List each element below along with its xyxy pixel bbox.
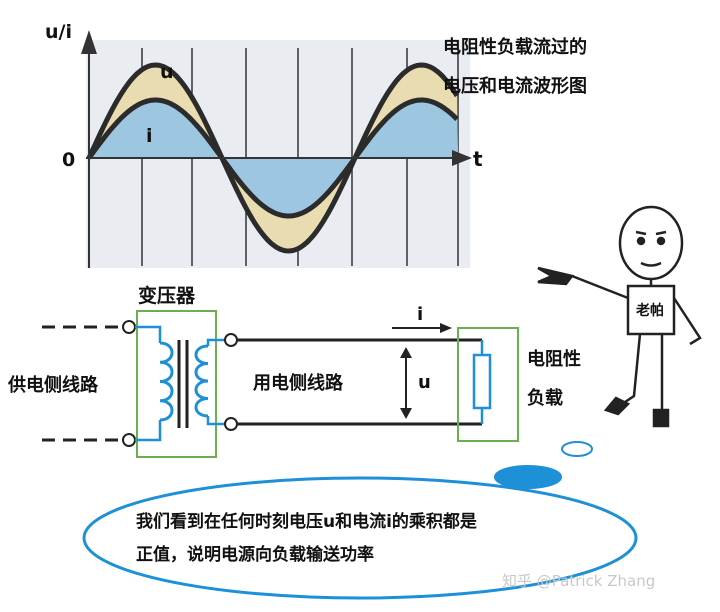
character-body	[626, 284, 676, 336]
load-label-line1: 电阻性	[527, 348, 581, 370]
circuit-diagram: 变压器 供电侧线路 用电侧线路 i u	[7, 284, 581, 458]
x-axis-label: t	[473, 147, 483, 171]
bubble-medium-dot	[494, 465, 562, 489]
character-left-shoe	[603, 396, 631, 416]
character-eye-left	[636, 236, 646, 246]
circuit-voltage-label: u	[418, 372, 431, 393]
character-left-leg	[615, 333, 642, 410]
bubble-main	[82, 476, 638, 600]
primary-lead-top	[135, 325, 162, 343]
current-waveform-curve	[86, 97, 459, 219]
bubble-small-dot	[561, 441, 593, 457]
user-terminal-top	[224, 333, 238, 347]
waveform-panel: u/i 0 t u i 电阻性负载流过的 电压和电流波形图	[45, 21, 587, 268]
transformer-box	[136, 310, 217, 458]
waveform-title-line1: 电阻性负载流过的	[443, 36, 587, 58]
thought-bubble: 我们看到在任何时刻电压u和电流i的乘积都是 正值，说明电源向负载输送功率	[82, 441, 638, 600]
resistor-icon	[472, 353, 492, 410]
bubble-text-line2: 正值，说明电源向负载输送功率	[136, 544, 374, 565]
supply-side-label: 供电侧线路	[7, 374, 99, 396]
secondary-lead-bottom	[206, 416, 226, 426]
character-brows	[635, 230, 667, 236]
y-axis-label: u/i	[45, 21, 72, 43]
character-eye-right	[656, 236, 666, 246]
character-mouth	[640, 261, 662, 267]
current-arrow-head-icon	[440, 323, 452, 333]
time-axis-arrow-icon	[452, 150, 472, 166]
character-lao-pa	[537, 205, 702, 428]
origin-label: 0	[62, 149, 75, 171]
secondary-coil	[194, 344, 209, 418]
voltage-curve-label: u	[160, 61, 174, 83]
transformer-label: 变压器	[138, 284, 196, 307]
supply-terminal-top	[122, 320, 136, 334]
primary-coil	[159, 341, 174, 422]
current-curve-label: i	[146, 125, 153, 147]
pointing-hand-icon	[537, 266, 575, 286]
circuit-current-label: i	[417, 304, 423, 325]
character-right-shoe	[652, 408, 670, 428]
bubble-text-line1: 我们看到在任何时刻电压u和电流i的乘积都是	[136, 511, 477, 532]
waveform-title-line2: 电压和电流波形图	[443, 75, 587, 97]
load-box	[457, 327, 519, 442]
supply-terminal-bottom	[122, 433, 136, 447]
voltage-arrow-up-icon	[400, 347, 412, 358]
character-name: 老帕	[636, 302, 664, 319]
user-terminal-bottom	[224, 417, 238, 431]
secondary-lead-top	[206, 338, 226, 346]
character-head	[618, 205, 684, 281]
load-label-line2: 负载	[527, 387, 563, 409]
voltage-waveform-curve	[86, 62, 460, 254]
value-axis-arrow-icon	[81, 30, 97, 54]
primary-lead-bottom	[135, 420, 162, 442]
watermark: 知乎 @Patrick Zhang	[502, 572, 655, 590]
character-other-arm	[672, 297, 702, 346]
user-side-label: 用电侧线路	[253, 372, 344, 394]
character-pointing-arm	[571, 274, 629, 300]
voltage-arrow-down-icon	[400, 408, 412, 419]
